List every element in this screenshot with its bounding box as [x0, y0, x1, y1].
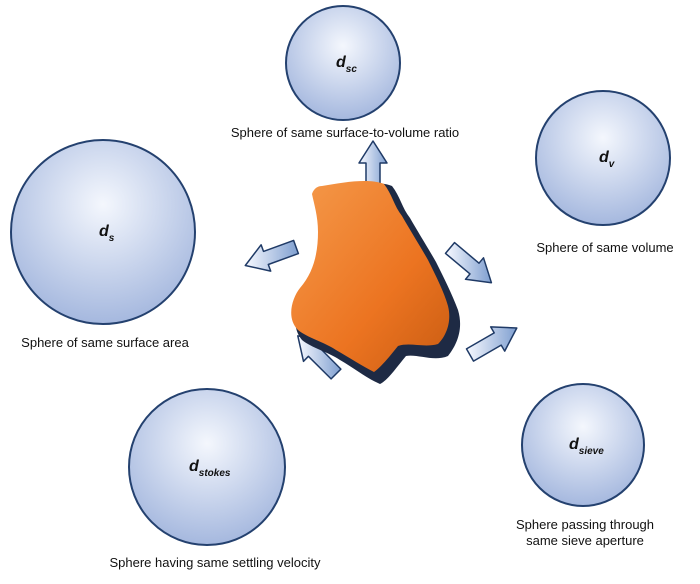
- sphere-dsc-circle: [285, 5, 401, 121]
- sphere-dsieve: dsieve: [521, 383, 645, 507]
- caption-dstokes: Sphere having same settling velocity: [90, 555, 340, 571]
- caption-dsieve-line-1: Sphere passing through: [515, 517, 655, 532]
- sphere-dv: dv: [535, 90, 671, 226]
- spheres-group: dsc dv ds dstokes dsieve: [10, 5, 671, 546]
- sphere-ds-label: ds: [99, 223, 115, 244]
- sphere-dsc-label: dsc: [336, 54, 357, 75]
- caption-dstokes-line-1: Sphere having same settling velocity: [109, 555, 321, 570]
- caption-ds-line-1: Sphere of same surface area: [21, 335, 189, 350]
- sphere-dsieve-circle: [521, 383, 645, 507]
- arrow-to-ds: [244, 239, 300, 272]
- arrow-to-dsieve: [465, 326, 518, 362]
- sphere-dstokes-circle: [128, 388, 286, 546]
- caption-dsieve: Sphere passing through same sieve apertu…: [505, 517, 665, 549]
- caption-ds: Sphere of same surface area: [10, 335, 200, 351]
- sphere-dsc: dsc: [285, 5, 401, 121]
- irregular-particle: [291, 180, 461, 384]
- sphere-ds-circle: [10, 139, 196, 325]
- sphere-dv-circle: [535, 90, 671, 226]
- caption-dsieve-line-2: same sieve aperture: [526, 533, 644, 548]
- arrow-to-dv: [444, 241, 493, 284]
- caption-dsc-line-1: Sphere of same surface-to-volume ratio: [230, 125, 460, 140]
- sphere-dstokes: dstokes: [128, 388, 286, 546]
- caption-dv: Sphere of same volume: [530, 240, 680, 256]
- sphere-dstokes-label: dstokes: [189, 458, 231, 479]
- sphere-dsieve-label: dsieve: [569, 436, 604, 457]
- particle-body: [291, 180, 450, 372]
- caption-dv-line-1: Sphere of same volume: [536, 240, 674, 255]
- sphere-ds: ds: [10, 139, 196, 325]
- caption-dsc: Sphere of same surface-to-volume ratio: [220, 125, 470, 141]
- sphere-dv-label: dv: [599, 149, 616, 170]
